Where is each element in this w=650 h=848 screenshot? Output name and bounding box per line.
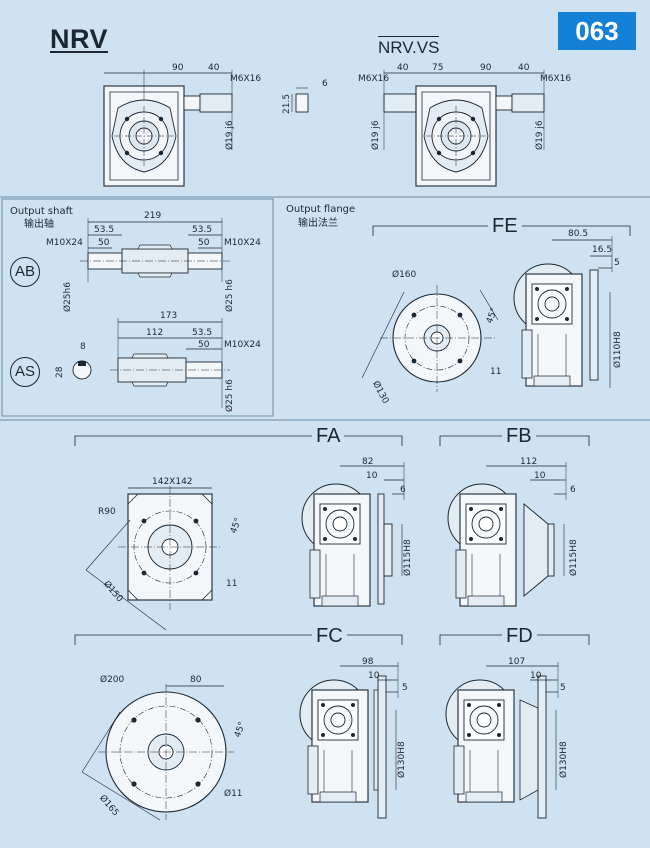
bore-label: Ø115H8 (569, 539, 579, 576)
dim-label: 5 (560, 683, 566, 693)
dim-label: 40 (208, 63, 220, 73)
dim-label: 90 (172, 63, 184, 73)
shaft-dia-label: Ø19 j6 (371, 120, 381, 150)
dim-label: 112 (146, 328, 164, 338)
fb-label: FB (502, 426, 536, 446)
thread-label: M6X16 (358, 74, 390, 84)
output-flange-title: Output flange (286, 204, 356, 215)
thread-label: M10X24 (224, 340, 261, 350)
dim-label: Ø200 (100, 675, 125, 685)
dim-label: 80.5 (568, 229, 589, 239)
fc-flange-front (81, 684, 234, 821)
dim-label: 142X142 (152, 477, 193, 487)
output-shaft-title: Output shaft (10, 206, 73, 217)
dim-label: 53.5 (192, 225, 213, 235)
dim-label: 98 (362, 657, 374, 667)
output-shaft-title-cn: 输出轴 (24, 219, 54, 230)
model-title: NRV (50, 24, 109, 54)
key-detail (291, 87, 309, 113)
size-code-badge: 063 (558, 12, 636, 50)
fd-label: FD (502, 626, 537, 646)
fc-flange-side (299, 662, 399, 819)
dim-label: 40 (518, 63, 530, 73)
shaft-dia-label: Ø19 j6 (535, 120, 545, 150)
dim-label: 82 (362, 457, 374, 467)
dim-label: 107 (508, 657, 526, 667)
dim-label: 6 (400, 485, 406, 495)
shaft-dia-label: Ø25 h6 (225, 379, 235, 412)
output-flange-title-cn: 输出法兰 (298, 218, 338, 229)
dim-label: 16.5 (592, 245, 613, 255)
dim-label: 5 (402, 683, 408, 693)
dim-label: 10 (530, 671, 542, 681)
dim-label: 50 (198, 238, 210, 248)
thread-label: M6X16 (540, 74, 572, 84)
dim-label: Ø160 (392, 270, 417, 280)
dim-label: 40 (397, 63, 409, 73)
thread-label: M6X16 (230, 74, 262, 84)
dim-label: 80 (190, 675, 202, 685)
bore-label: Ø130H8 (559, 741, 569, 778)
shaft-dia-label: Ø25 h6 (225, 279, 235, 312)
thread-label: M10X24 (46, 238, 83, 248)
dim-label: 53.5 (192, 328, 213, 338)
hole-label: 11 (490, 367, 502, 377)
fe-flange-side (513, 236, 613, 388)
dim-label: 50 (198, 340, 210, 350)
dim-label: 53.5 (94, 225, 115, 235)
radius-label: R90 (98, 507, 116, 517)
nrv-vs-top-view (383, 70, 545, 187)
key-width-label: 6 (322, 79, 328, 89)
dim-label: 112 (520, 457, 538, 467)
as-circle-label: AS (10, 357, 40, 387)
fa-flange-front (85, 486, 222, 631)
fd-flange-side (445, 662, 559, 819)
fa-label: FA (312, 426, 345, 446)
hole-label: 11 (226, 579, 238, 589)
fc-label: FC (312, 626, 347, 646)
dim-label: 10 (534, 471, 546, 481)
bore-label: Ø110H8 (613, 331, 623, 368)
ab-circle-label: AB (10, 257, 40, 287)
dim-label: 50 (98, 238, 110, 248)
dim-label: 75 (432, 63, 444, 73)
shaft-dia-label: Ø25h6 (63, 282, 73, 312)
dim-label: 6 (570, 485, 576, 495)
fb-flange-side (447, 462, 567, 607)
hole-label: Ø11 (224, 789, 243, 799)
fe-flange-front (361, 285, 499, 392)
bore-label: Ø115H8 (403, 539, 413, 576)
shaft-dia-label: Ø19 j6 (225, 120, 235, 150)
fa-flange-side (301, 462, 405, 607)
thread-label: M10X24 (224, 238, 261, 248)
bore-label: Ø130H8 (397, 741, 407, 778)
nrv-top-view (103, 70, 233, 187)
key-height-label: 28 (55, 366, 65, 378)
key-width-label: 8 (80, 342, 86, 352)
dim-label: 219 (144, 211, 162, 221)
dim-label: 10 (366, 471, 378, 481)
dim-label: 90 (480, 63, 492, 73)
shaft-as-drawing (72, 318, 230, 408)
dim-label: 173 (160, 311, 178, 321)
key-height-label: 21.5 (282, 93, 292, 114)
shaft-ab-drawing (80, 218, 230, 282)
model-vs-title: NRV.VS (378, 36, 440, 57)
dim-label: 5 (614, 258, 620, 268)
fe-label: FE (488, 216, 522, 236)
dim-label: 10 (368, 671, 380, 681)
